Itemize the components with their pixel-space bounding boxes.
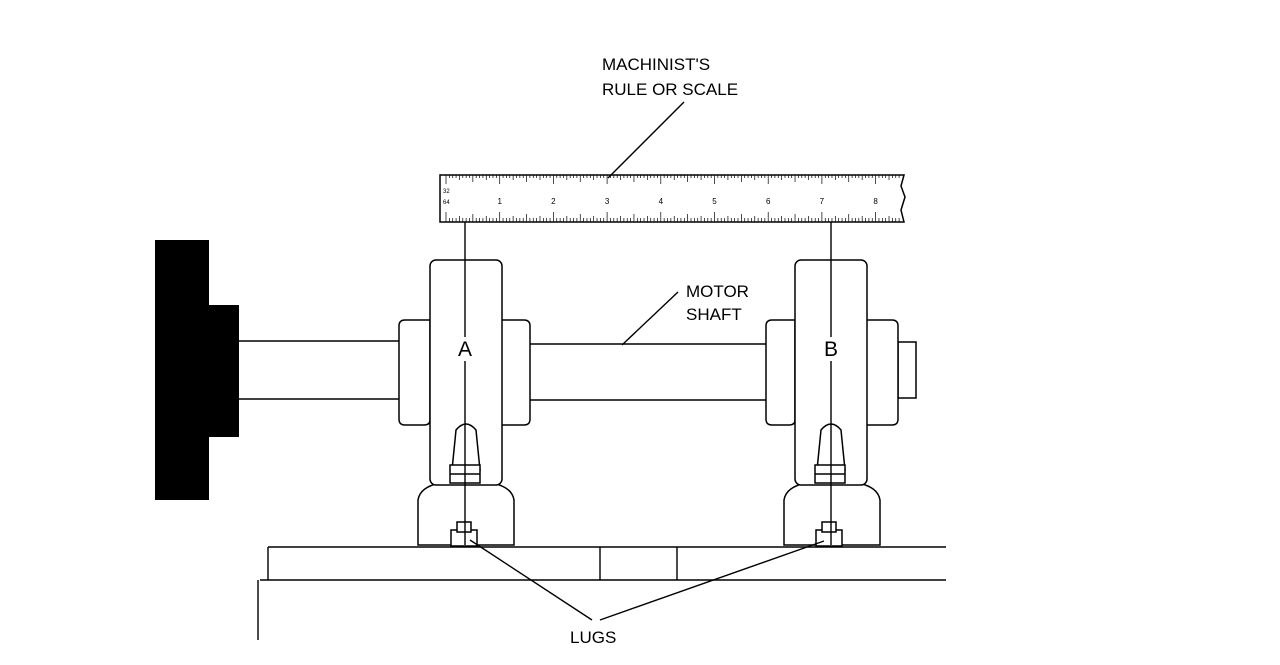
point-a-label: A [458, 338, 472, 361]
base-plate [257, 546, 946, 640]
rule-leader-line [607, 101, 685, 179]
point-b-label: B [824, 338, 838, 361]
bearing-b [765, 259, 899, 547]
rule-number: 1 [497, 197, 502, 206]
lugs-leader-right [599, 540, 825, 621]
rule-number: 8 [873, 197, 878, 206]
shaft-label-line1: MOTOR [686, 282, 749, 301]
scale-fraction-top: 32 [443, 189, 450, 195]
rule-number: 2 [551, 197, 556, 206]
shaft-label-line2: SHAFT [686, 305, 742, 324]
scale-fraction-bottom: 64 [443, 200, 450, 206]
rule-number: 6 [766, 197, 771, 206]
rule-label-line1: MACHINIST'S [602, 55, 710, 74]
bearing-a [398, 259, 531, 547]
rule-number: 3 [605, 197, 610, 206]
rule-number: 4 [659, 197, 664, 206]
shaft-leader-line [621, 291, 679, 346]
rule-label-line2: RULE OR SCALE [602, 80, 738, 99]
rule-number: 5 [712, 197, 717, 206]
coupling-hub [155, 240, 239, 500]
lugs-label: LUGS [570, 628, 616, 647]
lugs-leader-left [469, 539, 593, 621]
machinist-rule: 32 64 1 2 3 4 5 6 7 8 [439, 174, 906, 223]
rule-number: 7 [820, 197, 825, 206]
